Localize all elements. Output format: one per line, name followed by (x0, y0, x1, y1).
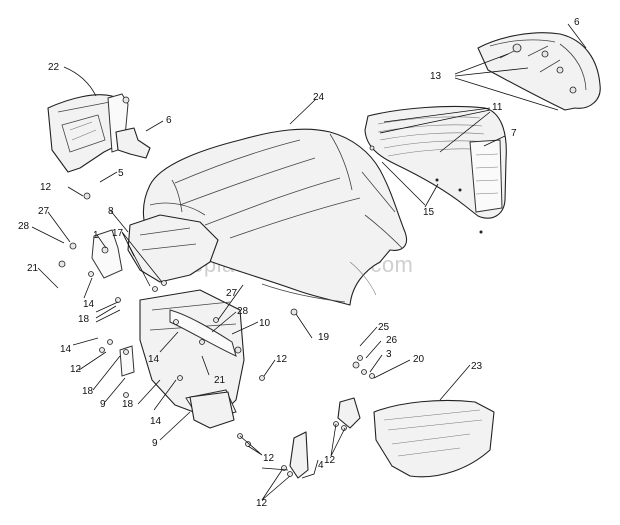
callout-19: 19 (318, 332, 330, 343)
leader-lines (31, 23, 587, 501)
callout-28-a: 28 (18, 221, 30, 232)
callout-12-d: 12 (263, 453, 275, 464)
callout-24: 24 (313, 92, 325, 103)
callout-3: 3 (386, 349, 392, 360)
bracket-25-part (337, 355, 367, 429)
callout-14-c: 14 (148, 354, 160, 365)
callout-10: 10 (259, 318, 271, 329)
callout-27-b: 27 (226, 288, 238, 299)
grille-housing-part (477, 32, 601, 111)
callout-21-a: 21 (27, 263, 39, 274)
callout-18-b: 18 (82, 386, 94, 397)
left-bracket-part (115, 96, 151, 159)
callout-6-left: 6 (166, 115, 172, 126)
bracket-4-part (289, 431, 309, 479)
callout-5: 5 (118, 168, 124, 179)
callout-22: 22 (48, 62, 60, 73)
callout-6-right: 6 (574, 17, 580, 28)
callout-9-a: 9 (100, 399, 106, 410)
callout-4: 4 (318, 460, 324, 471)
callout-12-b: 12 (276, 354, 288, 365)
callout-12-f: 12 (256, 498, 268, 509)
callout-18-c: 18 (122, 399, 134, 410)
callout-12-e: 12 (324, 455, 336, 466)
callout-12-a: 12 (40, 182, 52, 193)
callout-20: 20 (413, 354, 425, 365)
callout-1: 1 (93, 230, 99, 241)
bracket-9-part (119, 345, 235, 429)
callout-28-b: 28 (237, 306, 249, 317)
callout-7: 7 (511, 128, 517, 139)
callout-13: 13 (430, 71, 442, 82)
callout-labels: 22 6 6 13 24 11 7 15 5 12 27 8 28 1 17 2… (18, 17, 580, 509)
callout-26: 26 (386, 335, 398, 346)
callout-15: 15 (423, 207, 435, 218)
callout-8: 8 (108, 206, 114, 217)
callout-17: 17 (112, 228, 124, 239)
callout-27-a: 27 (38, 206, 50, 217)
callout-14-a: 14 (83, 299, 95, 310)
hood-part (142, 128, 408, 306)
dash-panel-part (91, 214, 219, 283)
callout-14-b: 14 (60, 344, 72, 355)
right-side-panel-part (373, 399, 495, 478)
callout-21-b: 21 (214, 375, 226, 386)
front-grille-part (364, 105, 507, 234)
callout-25: 25 (378, 322, 390, 333)
callout-9-b: 9 (152, 438, 158, 449)
callout-23: 23 (471, 361, 483, 372)
callout-18-a: 18 (78, 314, 90, 325)
callout-12-c: 12 (70, 364, 82, 375)
callout-11: 11 (492, 102, 503, 113)
callout-14-d: 14 (150, 416, 162, 427)
hardware-parts (58, 145, 375, 477)
